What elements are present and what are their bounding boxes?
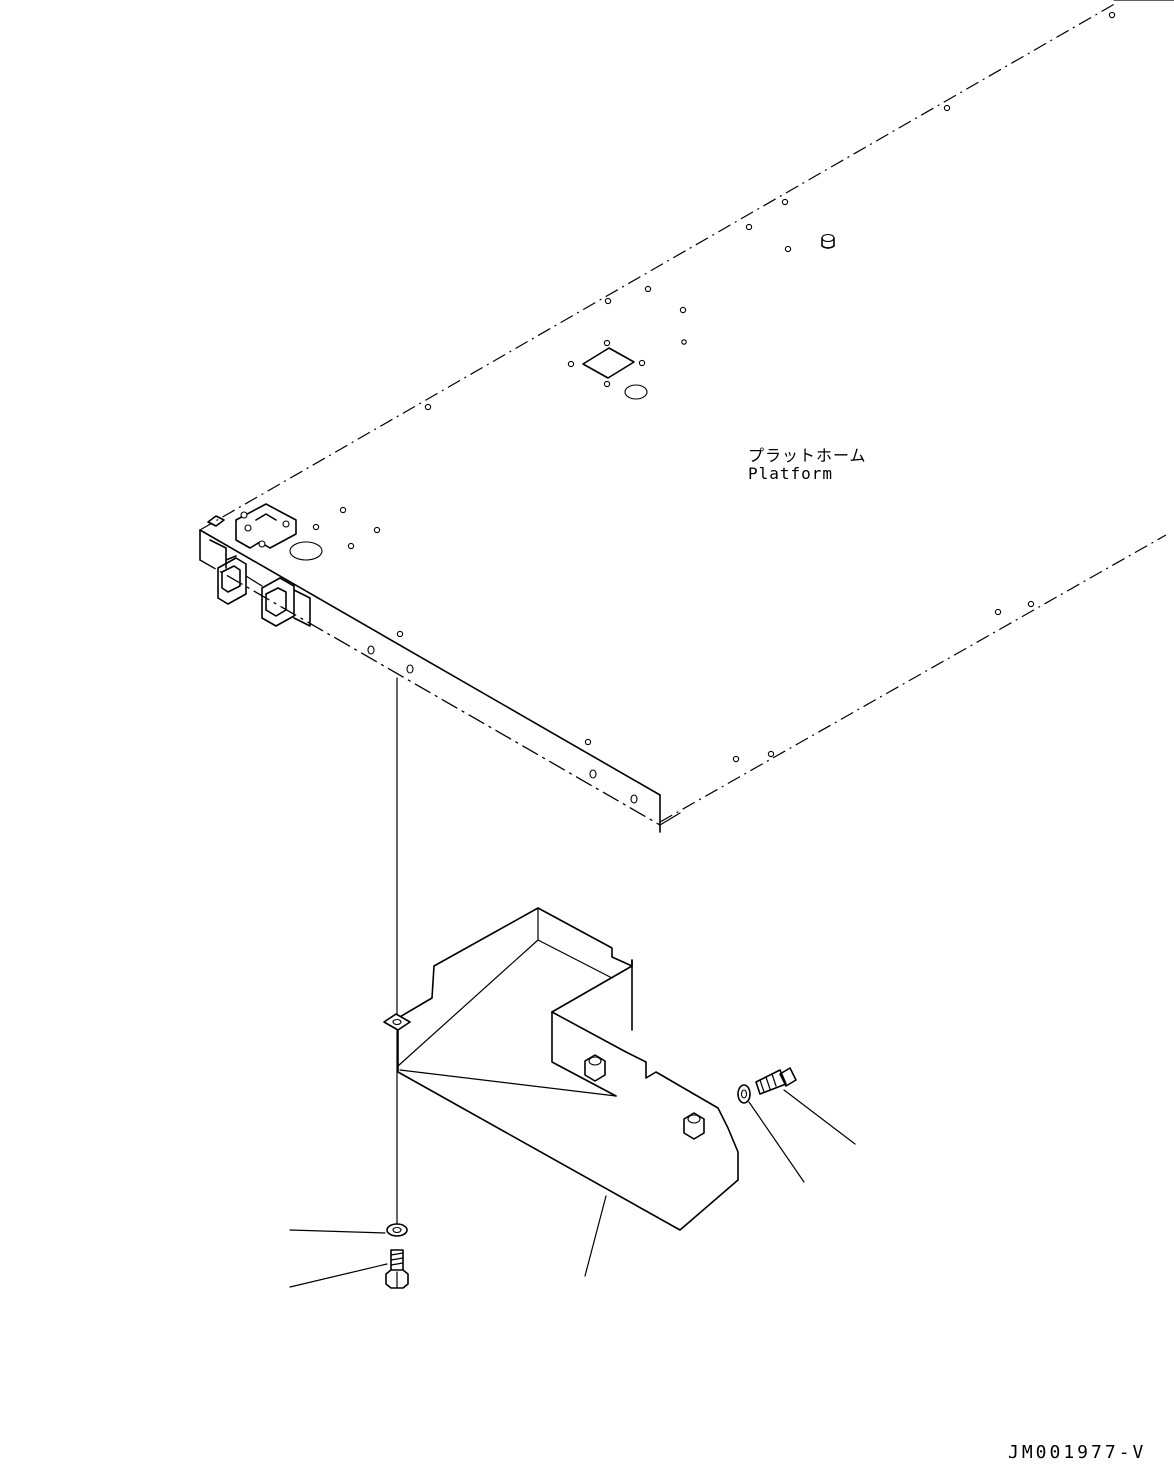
platform [199,0,1174,833]
leader-cover [584,1195,607,1277]
left-bolt [385,1249,409,1289]
leader-right-washer [748,1101,805,1183]
cover [383,907,739,1231]
leader-left-bolt [289,1263,388,1288]
right-bolt [755,1067,797,1095]
leader-left-washer [289,1229,386,1234]
drawing-number: JM001977-V [1008,1442,1147,1463]
platform-label-japanese: プラットホーム [748,446,867,465]
right-washer [737,1084,751,1104]
cover-boss-lower [683,1112,705,1140]
cover-boss-upper [584,1054,606,1082]
platform-label-english: Platform [748,464,834,483]
leader-right-bolt [783,1089,856,1145]
left-washer [386,1223,408,1237]
